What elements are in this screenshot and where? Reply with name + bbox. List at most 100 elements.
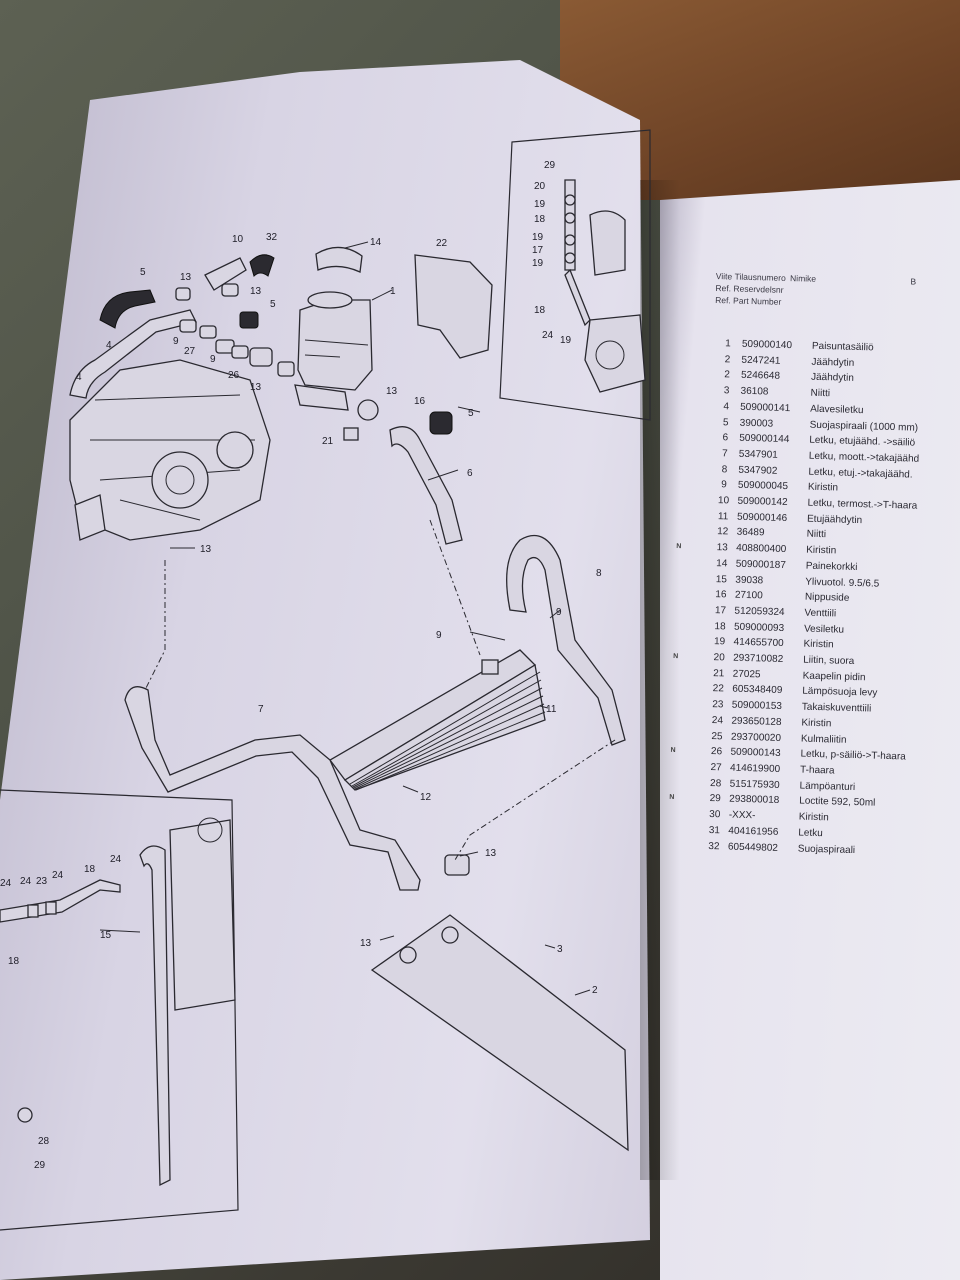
callout-13a: 13 [180,272,192,283]
cable-holder-21 [343,427,359,441]
new-part-mark: N [676,543,682,551]
inset-callout-29: 29 [544,160,556,171]
callout-16: 16 [414,396,426,407]
header-part-number: Part Number [732,295,782,307]
callout-labels: 1 2 3 4 4 5 5 5 6 7 8 9 9 9 9 10 11 12 1… [0,160,602,1171]
part-number-cell: 293700020 [730,731,782,744]
callout-13b: 13 [250,286,262,297]
part-number-cell: 5347901 [738,448,778,461]
header-ref-2: Ref. [715,294,731,306]
ref-cell: 11 [717,510,729,523]
ref-cell: 1 [725,338,731,350]
ref-cell: 23 [712,699,724,711]
callout-5a: 5 [140,267,146,278]
ref-cell: 25 [711,730,723,742]
right-page [660,180,960,1280]
callout-9c: 9 [436,630,442,641]
callout-4b: 4 [76,372,82,383]
callout-22: 22 [436,238,448,249]
header-viite: Viite [715,270,733,282]
callout-8: 8 [596,568,602,579]
hose-32 [249,254,275,277]
callout-5c: 5 [468,408,474,419]
inset-frame-bottom [0,789,239,1231]
ref-cell: 16 [715,589,727,601]
ref-cell: 15 [715,573,728,585]
heat-shield [414,254,493,359]
callout-7: 7 [258,704,264,715]
ref-cell: 2 [724,353,731,366]
part-number-cell: 36489 [736,527,765,539]
callout-18a: 18 [84,864,96,875]
inset-callout-19d: 19 [560,335,572,346]
dash-line-c [454,739,616,861]
callout-13f: 13 [485,848,497,859]
fitting-bottom-b [399,946,417,964]
callout-29: 29 [34,1160,46,1171]
ref-cell: 26 [710,746,723,758]
ref-cell: 18 [714,620,726,633]
rear-cooler-plate [370,914,629,1152]
hose-tank-outlet [294,384,349,411]
header-nimike: Nimike [789,273,817,284]
callout-11: 11 [546,704,557,715]
ref-cell: 22 [712,683,725,695]
ref-cell: 9 [721,479,727,491]
hose-6 [389,426,463,545]
inset-callout-18b: 18 [534,305,546,316]
part-number-cell: 605449802 [727,841,779,854]
ref-cell: 32 [708,840,720,852]
fittings [175,283,295,377]
callout-12: 12 [420,792,432,803]
callout-15: 15 [100,930,112,941]
callout-3: 3 [557,944,563,955]
inset-callout-24: 24 [542,330,554,341]
hose-7 [124,686,421,891]
inset-frame [499,129,651,421]
header-b: B [910,276,917,287]
part-number-cell: 512059324 [734,605,785,618]
callout-24c: 24 [52,870,64,881]
ref-cell: 20 [713,652,725,664]
expansion-tank [297,246,373,391]
callout-4: 4 [106,340,112,351]
dash-line-a [144,560,166,691]
front-radiator [329,649,546,791]
ref-cell: 10 [717,495,730,507]
callout-5b: 5 [270,299,276,310]
ref-cell: 7 [721,448,728,460]
clamp-13-bottom [444,854,470,876]
callout-13g: 13 [360,938,372,949]
callout-26: 26 [228,370,240,381]
callout-18b: 18 [8,956,20,967]
callout-13e: 13 [200,544,212,555]
part-number-cell: 5246648 [740,370,781,383]
fitting-bottom-a [441,926,459,944]
callout-6: 6 [467,468,473,479]
callout-24a: 24 [0,878,12,889]
callout-24d: 24 [110,854,122,865]
callout-9b: 9 [210,354,216,365]
callout-23: 23 [36,876,48,887]
spiral-5 [429,411,453,435]
hose-5-left [99,289,156,329]
inset-bottom-left-parts [0,817,236,1187]
ref-cell: 8 [721,463,728,476]
callout-32: 32 [266,232,278,243]
ref-cell: 19 [713,636,726,648]
leader-lines [99,241,591,996]
callout-24b: 24 [20,876,32,887]
ring-5 [239,311,259,329]
callout-27: 27 [184,346,196,357]
ref-cell: 4 [723,401,730,413]
part-number-cell: -XXX- [728,809,756,822]
ref-cell: 6 [722,432,729,444]
inset-callout-20: 20 [534,181,546,192]
part-number-cell: 293710082 [733,652,784,666]
callout-2: 2 [592,985,598,996]
engine-block [69,359,271,541]
callout-13c: 13 [250,382,262,393]
inset-callout-19a: 19 [534,199,546,210]
